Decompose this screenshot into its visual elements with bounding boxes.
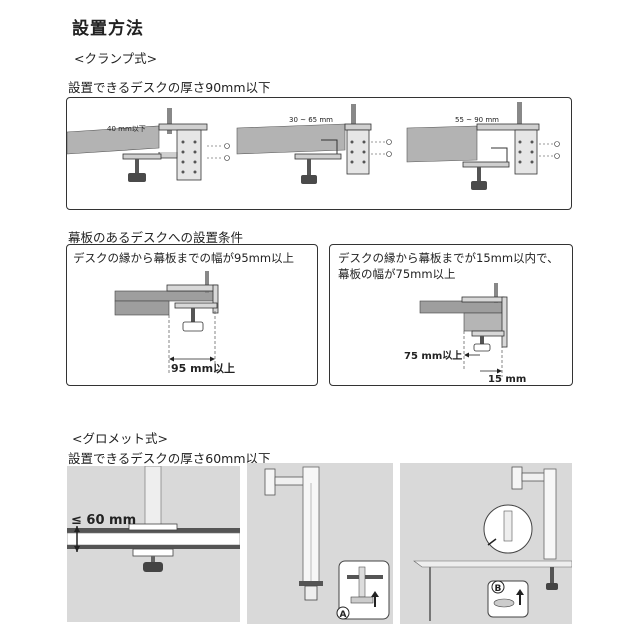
grommet-step-a-diagram: A bbox=[264, 466, 390, 620]
grommet-thickness-diagram: ≤ 60 mm bbox=[67, 466, 240, 572]
clamp-range-3-label: 55 ~ 90 mm bbox=[455, 116, 499, 124]
grommet-step-a-illustration: A bbox=[247, 463, 393, 624]
condition-right-line1: デスクの縁から幕板までが15mm以内で、 bbox=[338, 251, 559, 265]
clamp-range-1-label: 40 mm以下 bbox=[107, 125, 146, 133]
condition-left-panel: デスクの縁から幕板までの幅が95mm以上 95 mm以上 bbox=[66, 244, 318, 386]
clamp-diagram-3: 55 ~ 90 mm bbox=[406, 102, 560, 190]
grommet-dim-label: ≤ 60 mm bbox=[71, 513, 136, 528]
grommet-heading: <グロメット式> bbox=[72, 431, 168, 446]
clamp-range-2-label: 30 ~ 65 mm bbox=[289, 116, 333, 124]
dim-right-gap-label: 15 mm bbox=[488, 374, 526, 385]
condition-left-text: デスクの縁から幕板までの幅が95mm以上 bbox=[73, 251, 295, 265]
clamp-heading: <クランプ式> bbox=[74, 51, 158, 66]
page-title: 設置方法 bbox=[72, 19, 144, 39]
grommet-thickness-caption: 設置できるデスクの厚さ60mm以下 bbox=[68, 451, 271, 466]
clamp-range-diagram: 40 mm以下 30 ~ 65 mm bbox=[66, 102, 560, 190]
clamp-range-panel: 40 mm以下 30 ~ 65 mm bbox=[66, 97, 572, 210]
clamp-diagram-1: 40 mm以下 bbox=[66, 108, 230, 182]
condition-right-line2: 幕板の幅が75mm以上 bbox=[338, 267, 456, 281]
grommet-thickness-illustration: ≤ 60 mm bbox=[67, 466, 240, 622]
clamp-thickness-caption: 設置できるデスクの厚さ90mm以下 bbox=[68, 80, 271, 95]
clamp-diagram-2: 30 ~ 65 mm bbox=[236, 104, 392, 184]
step-b-mark: B bbox=[495, 584, 502, 594]
dim-left-label: 95 mm以上 bbox=[171, 361, 235, 375]
condition-right-panel: デスクの縁から幕板までが15mm以内で、 幕板の幅が75mm以上 75 mm以上… bbox=[329, 244, 573, 386]
condition-right-diagram: 75 mm以上 15 mm bbox=[404, 283, 526, 385]
front-panel-heading: 幕板のあるデスクへの設置条件 bbox=[68, 230, 244, 245]
condition-left-diagram: 95 mm以上 bbox=[114, 271, 235, 375]
step-a-mark: A bbox=[340, 610, 347, 620]
grommet-step-b-illustration: B bbox=[400, 463, 572, 624]
dim-right-width-label: 75 mm以上 bbox=[404, 349, 462, 362]
grommet-step-b-diagram: B bbox=[413, 466, 572, 621]
